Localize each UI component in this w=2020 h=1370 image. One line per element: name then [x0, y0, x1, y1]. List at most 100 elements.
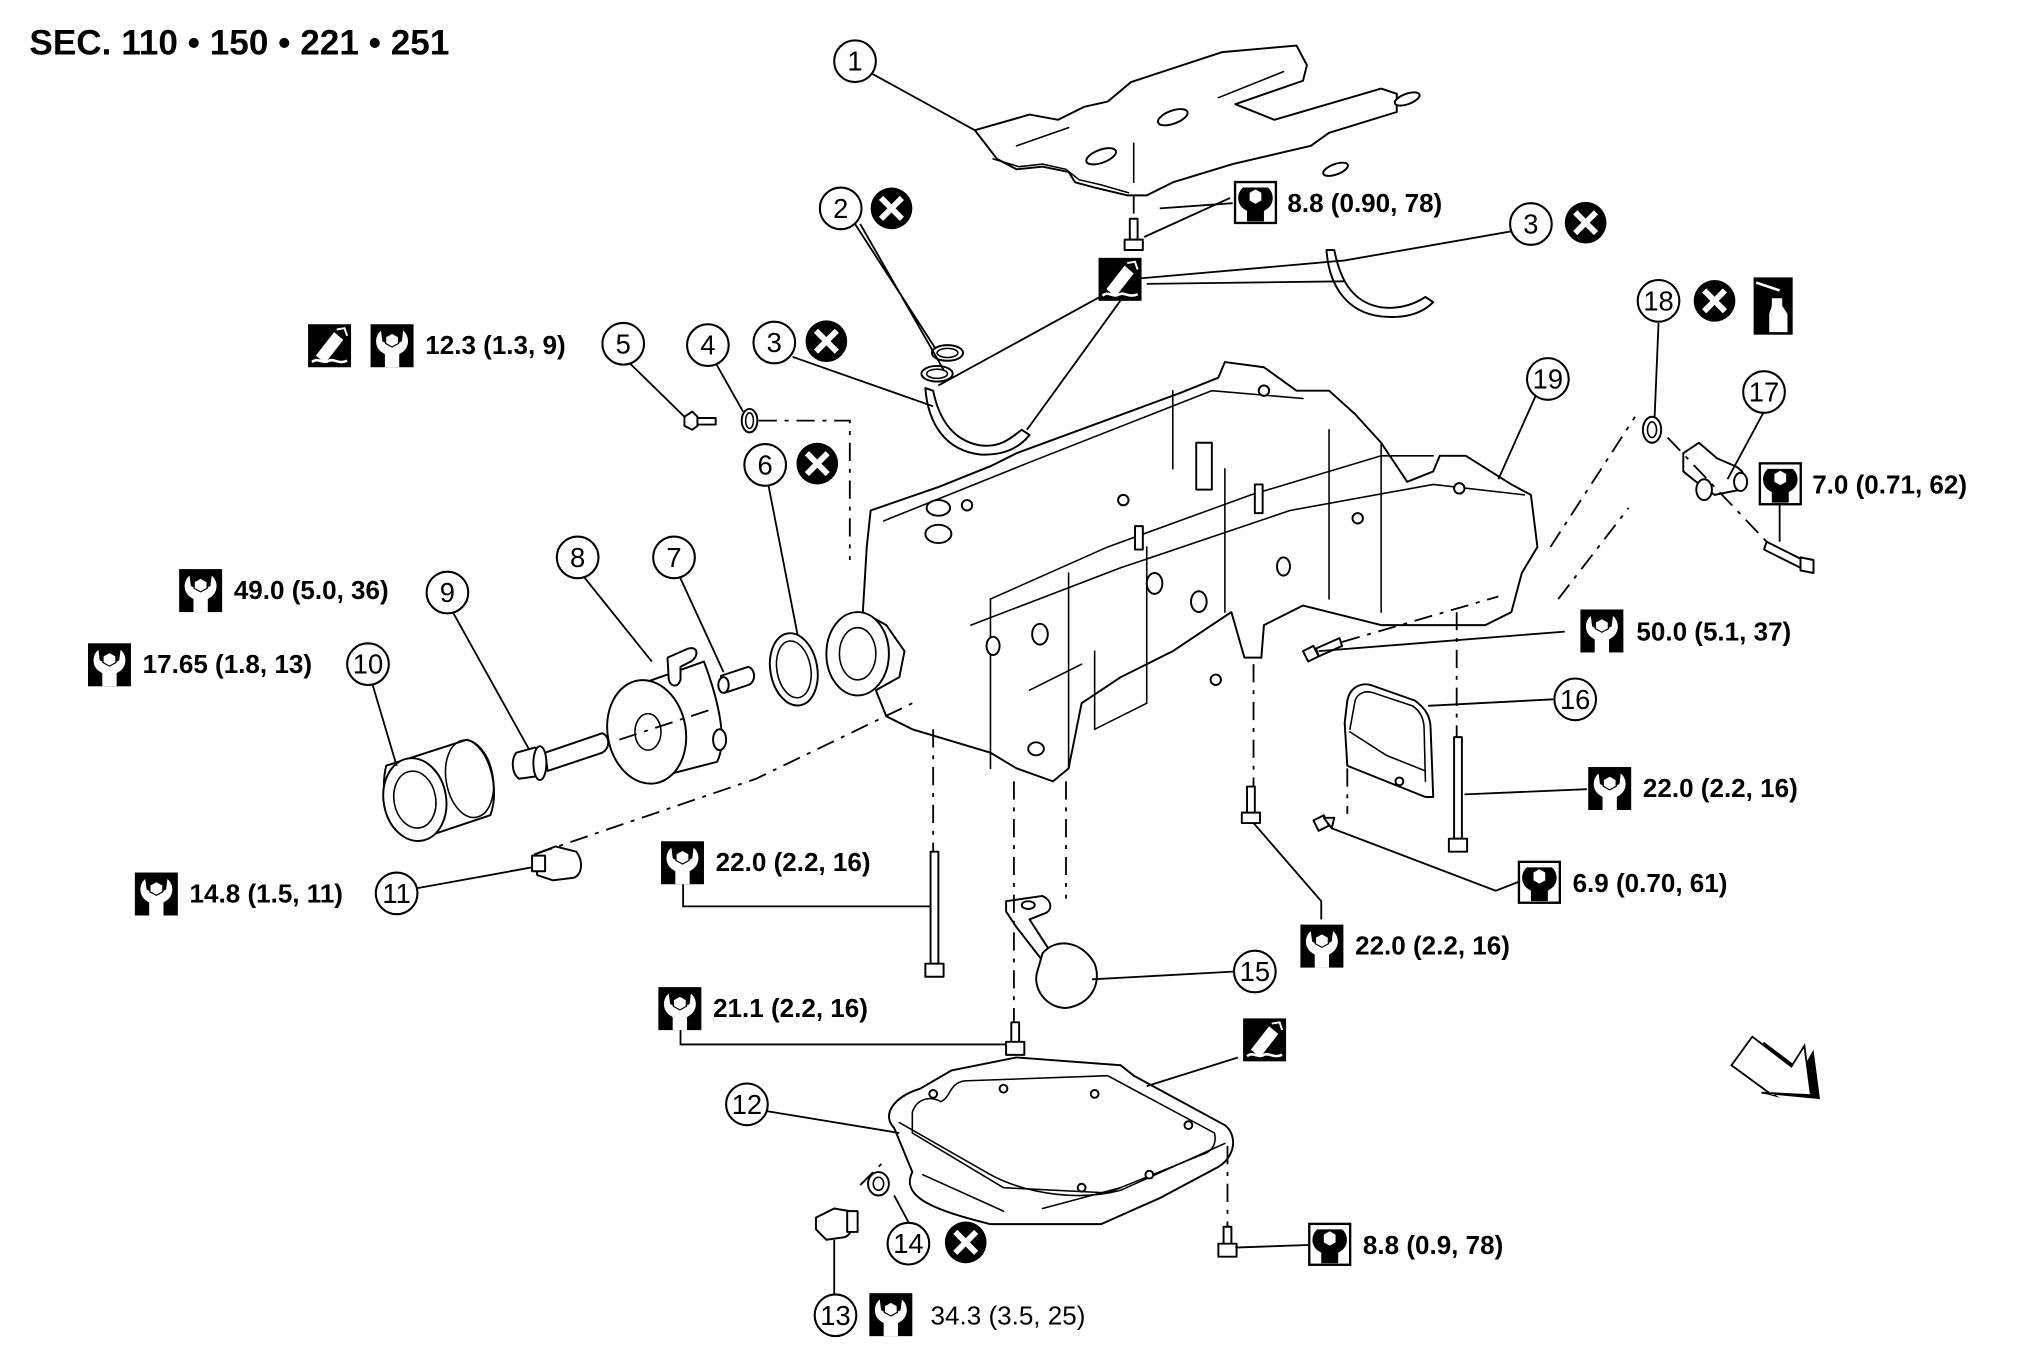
svg-text:49.0 (5.0, 36): 49.0 (5.0, 36): [234, 575, 389, 605]
svg-text:19: 19: [1533, 363, 1563, 394]
svg-text:12.3 (1.3, 9): 12.3 (1.3, 9): [425, 330, 565, 360]
oil-pan-upper-part: [825, 361, 1539, 783]
bolt-lower-right: [1240, 785, 1262, 825]
bolt-cover: [1312, 814, 1336, 832]
torque-hex-icon: [1517, 860, 1561, 904]
bolt-pan-center: [1005, 1021, 1026, 1056]
svg-text:5: 5: [616, 328, 631, 359]
torque-hex-icon: [1308, 1222, 1352, 1266]
connector-bolt-part: [511, 732, 610, 782]
torque-label-oil-filter: 17.65 (1.8, 13): [87, 643, 312, 687]
o-ring-large-part: [768, 632, 819, 707]
callout-17: 17: [1742, 370, 1786, 414]
torque-label-lower-right-bolt: 22.0 (2.2, 16): [1300, 924, 1510, 968]
svg-text:22.0 (2.2, 16): 22.0 (2.2, 16): [1643, 773, 1798, 803]
svg-text:3: 3: [1523, 208, 1538, 239]
liquid-gasket-icon: [306, 322, 353, 369]
torque-wrench-icon: [179, 569, 223, 613]
bolt-part-5: [683, 410, 717, 431]
oil-cooler-part: [606, 647, 728, 785]
bolt-pan-right: [1217, 1225, 1238, 1258]
do-not-reuse-icon: [806, 320, 848, 362]
svg-text:15: 15: [1240, 956, 1270, 987]
torque-hex-icon: [1233, 180, 1278, 225]
svg-text:6: 6: [758, 449, 773, 480]
callout-16: 16: [1553, 677, 1598, 722]
baffle-bolt: [1123, 195, 1144, 252]
o-ring-sensor-part: [1641, 415, 1663, 444]
o-ring-small-part: [740, 407, 759, 434]
do-not-reuse-icon: [945, 1222, 987, 1264]
torque-label-connector-bolt: 49.0 (5.0, 36): [179, 569, 389, 613]
do-not-reuse-icon: [871, 188, 913, 230]
o-ring-pair-part: [920, 344, 965, 383]
oil-strainer-part: [1005, 894, 1098, 1009]
rear-cover-plate-part: [1343, 683, 1435, 798]
oil-pressure-switch-part: [531, 845, 582, 882]
torque-wrench-icon: [1588, 767, 1632, 811]
liquid-gasket-icon: [1241, 1017, 1288, 1063]
svg-text:9: 9: [440, 577, 455, 608]
callout-10: 10: [346, 642, 390, 687]
callout-4: 4: [685, 323, 730, 367]
oil-level-sensor-part: [1682, 441, 1749, 502]
alignment-lines: [534, 416, 1768, 1227]
svg-text:2: 2: [833, 193, 848, 224]
torque-wrench-icon: [660, 841, 704, 885]
torque-label-pan-center-bolt: 21.1 (2.2, 16): [658, 987, 868, 1031]
svg-text:50.0 (5.1, 37): 50.0 (5.1, 37): [1636, 617, 1791, 647]
seal-right-part: [1325, 249, 1435, 318]
callout-12: 12: [725, 1082, 769, 1127]
svg-text:18: 18: [1643, 285, 1673, 316]
svg-text:34.3 (3.5, 25): 34.3 (3.5, 25): [931, 1300, 1086, 1330]
callout-3-right: 3: [1509, 202, 1553, 246]
svg-text:12: 12: [732, 1089, 762, 1120]
callout-13: 13: [813, 1293, 858, 1338]
svg-text:8.8 (0.90, 78): 8.8 (0.90, 78): [1287, 188, 1442, 218]
torque-hex-icon: [1758, 462, 1802, 506]
torque-label-cover-bolt: 6.9 (0.70, 61): [1517, 860, 1728, 904]
oil-pan-lower-part: [888, 1056, 1234, 1226]
bolt-side: [1302, 637, 1344, 663]
torque-wrench-icon: [134, 872, 178, 916]
section-title: SEC. 110 • 150 • 221 • 251: [29, 24, 449, 63]
drain-plug-part: [814, 1207, 859, 1241]
svg-text:8.8 (0.9, 78): 8.8 (0.9, 78): [1363, 1230, 1503, 1260]
torque-wrench-icon: [869, 1293, 913, 1337]
torque-wrench-icon: [87, 643, 131, 687]
torque-wrench-icon: [1300, 924, 1344, 968]
svg-text:22.0 (2.2, 16): 22.0 (2.2, 16): [716, 847, 871, 877]
svg-text:7.0 (0.71, 62): 7.0 (0.71, 62): [1812, 469, 1967, 499]
torque-label-pan-right-bolt: 8.8 (0.9, 78): [1308, 1222, 1503, 1266]
do-not-reuse-icon: [796, 443, 838, 485]
seal-left-part: [924, 387, 1031, 456]
svg-text:4: 4: [700, 330, 715, 361]
torque-label-long-bolt-right: 22.0 (2.2, 16): [1588, 767, 1798, 811]
torque-label-drain-plug: 34.3 (3.5, 25): [869, 1293, 1086, 1337]
callout-3-left: 3: [752, 320, 797, 365]
callout-1: 1: [833, 39, 877, 84]
connector-pipe-part: [717, 665, 756, 694]
torque-label-sensor-bolt: 7.0 (0.71, 62): [1758, 462, 1967, 506]
long-bolt-right: [1447, 736, 1469, 853]
svg-text:14: 14: [893, 1228, 923, 1259]
svg-text:1: 1: [847, 46, 862, 77]
svg-text:6.9 (0.70, 61): 6.9 (0.70, 61): [1573, 868, 1728, 898]
callout-15: 15: [1232, 949, 1277, 994]
callout-18: 18: [1636, 278, 1681, 323]
callout-9: 9: [425, 570, 470, 615]
svg-text:21.1 (2.2, 16): 21.1 (2.2, 16): [713, 993, 868, 1023]
torque-wrench-icon: [1580, 609, 1624, 653]
apply-oil-icon: [1752, 276, 1794, 336]
front-direction-arrow: [1730, 1035, 1821, 1100]
torque-wrench-icon: [370, 324, 414, 368]
torque-label-bolt-5: 12.3 (1.3, 9): [370, 324, 566, 368]
do-not-reuse-icon: [1694, 280, 1736, 322]
torque-wrench-icon: [658, 987, 702, 1031]
liquid-gasket-icon: [1097, 256, 1143, 303]
svg-text:10: 10: [353, 649, 383, 680]
svg-text:14.8 (1.5, 11): 14.8 (1.5, 11): [190, 878, 343, 908]
sensor-bolt: [1763, 540, 1815, 574]
torque-label-oil-pressure-switch: 14.8 (1.5, 11): [134, 872, 343, 916]
callout-5: 5: [601, 321, 646, 366]
